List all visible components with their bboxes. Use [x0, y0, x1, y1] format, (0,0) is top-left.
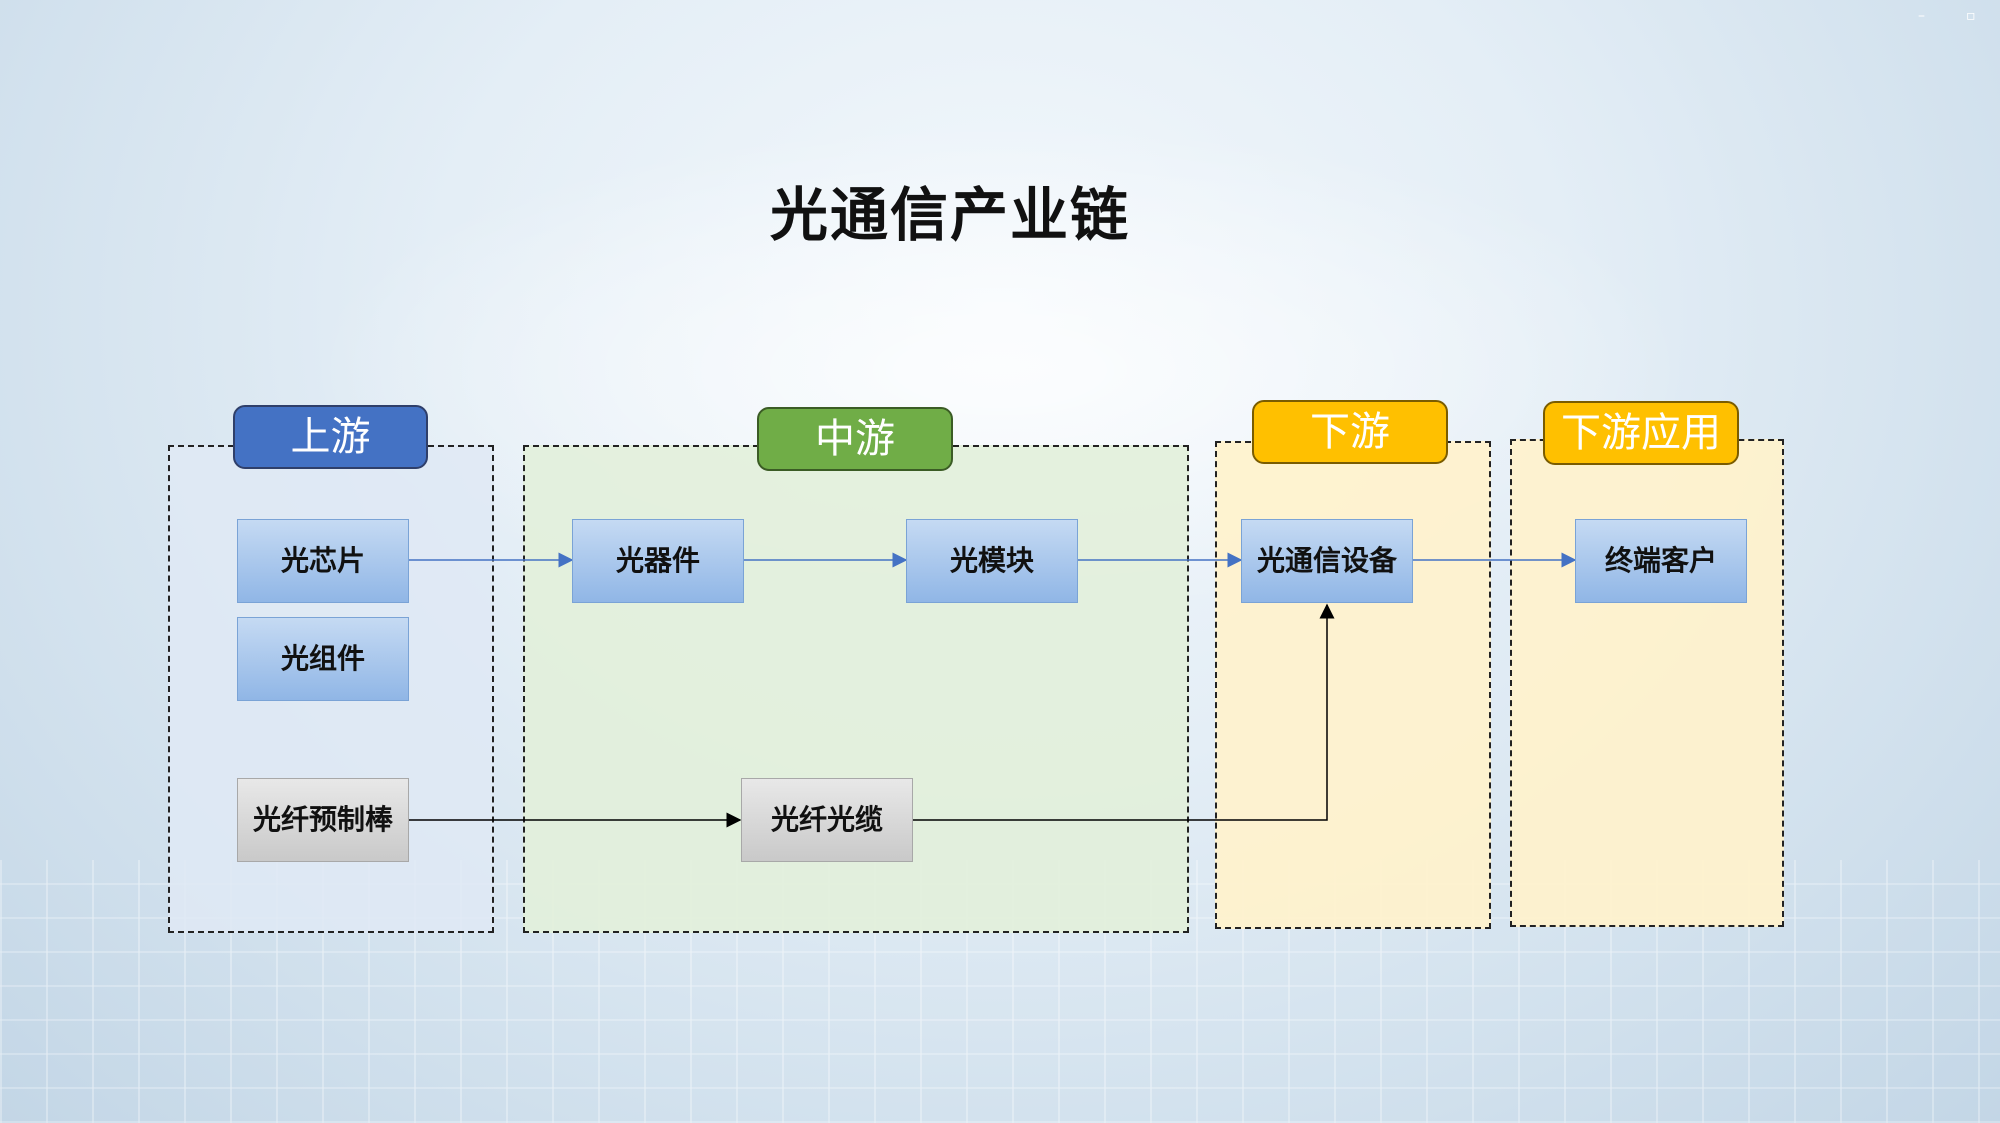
- node-terminal-customer: 终端客户: [1575, 519, 1747, 603]
- stage-tag-downstream: 下游: [1252, 400, 1448, 464]
- stage-tag-application: 下游应用: [1543, 401, 1739, 465]
- stage-tag-upstream: 上游: [233, 405, 428, 469]
- page-title: 光通信产业链: [769, 181, 1130, 249]
- stage-tag-midstream: 中游: [757, 407, 953, 471]
- link-cable-to-equipment: [913, 603, 1335, 821]
- node-optical-device: 光器件: [572, 519, 744, 603]
- node-optical-chip: 光芯片: [237, 519, 409, 603]
- minimize-icon[interactable]: –: [1918, 8, 1925, 24]
- node-fiber-preform: 光纤预制棒: [237, 778, 409, 862]
- node-comm-equipment: 光通信设备: [1241, 519, 1413, 603]
- node-optical-module: 光模块: [906, 519, 1078, 603]
- node-optical-component: 光组件: [237, 617, 409, 701]
- restore-icon[interactable]: ▫: [1966, 8, 1976, 24]
- node-fiber-cable: 光纤光缆: [741, 778, 913, 862]
